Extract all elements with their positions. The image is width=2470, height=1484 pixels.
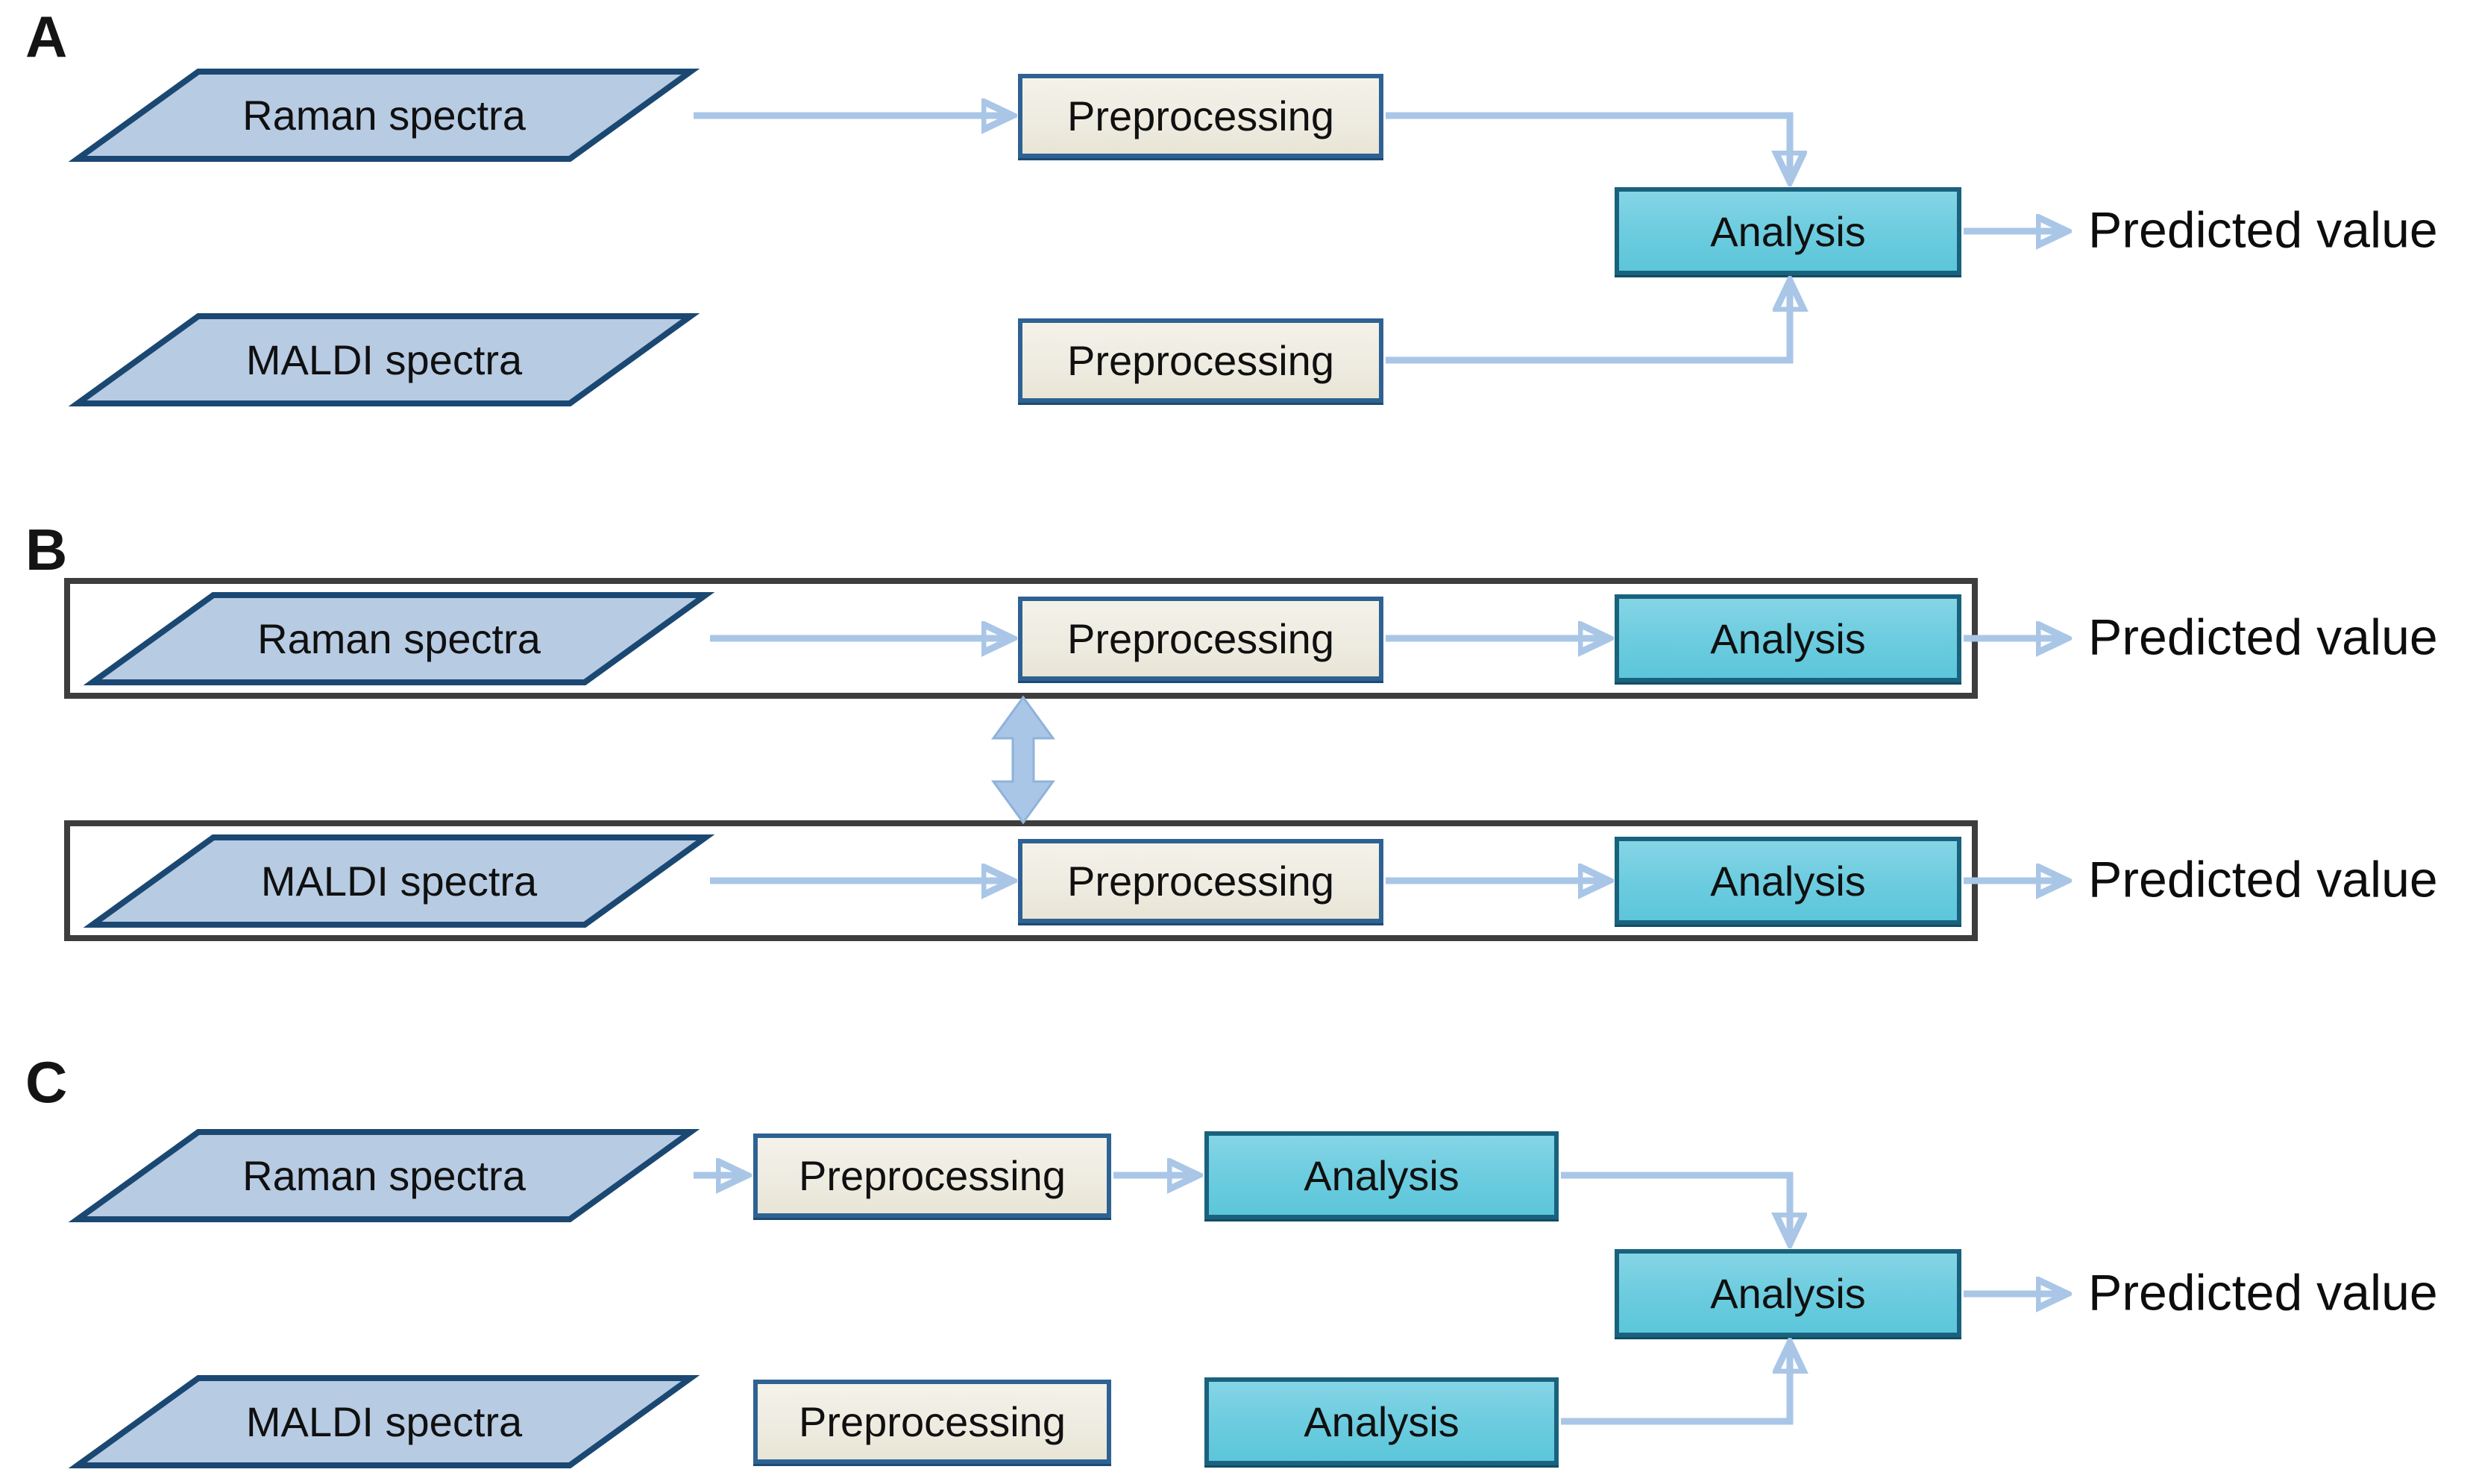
panel-label-a: A (25, 4, 68, 69)
parallelogram-shape (68, 1129, 700, 1222)
preprocessing-box: Preprocessing (1018, 597, 1383, 681)
node-label: Analysis (1304, 1397, 1459, 1445)
node-label: Preprocessing (799, 1398, 1066, 1445)
predicted-value-text: Predicted value (2088, 609, 2438, 666)
input-raman-spectra: Raman spectra (68, 1129, 700, 1222)
panel-label-b: B (25, 517, 68, 582)
merge-arrow (1561, 1344, 1790, 1425)
preprocessing-box: Preprocessing (753, 1134, 1111, 1218)
node-label: Preprocessing (1067, 337, 1334, 384)
node-label: MALDI spectra (245, 1398, 523, 1445)
parallelogram-shape (68, 313, 700, 406)
double-arrow-icon (991, 695, 1055, 825)
input-maldi-spectra: MALDI spectra (68, 313, 700, 406)
node-label: Analysis (1710, 207, 1866, 255)
merge-arrow (1561, 1172, 1790, 1242)
node-label: Raman spectra (257, 615, 541, 662)
node-label: Preprocessing (1067, 858, 1334, 905)
node-label: Analysis (1710, 614, 1866, 662)
node-label: Analysis (1710, 1269, 1866, 1317)
analysis-box: Analysis (1615, 837, 1961, 925)
predicted-value-text: Predicted value (2088, 851, 2438, 908)
node-label: MALDI spectra (260, 858, 538, 905)
analysis-merge-box: Analysis (1615, 1249, 1961, 1337)
node-label: Preprocessing (1067, 92, 1334, 139)
node-label: Preprocessing (1067, 615, 1334, 662)
analysis-merge-box: Analysis (1615, 187, 1961, 275)
parallelogram-shape (83, 834, 715, 928)
analysis-box: Analysis (1615, 594, 1961, 682)
input-maldi-spectra: MALDI spectra (68, 1375, 700, 1468)
merge-arrow (1386, 112, 1790, 180)
parallelogram-shape (68, 1375, 700, 1468)
node-label: Analysis (1304, 1151, 1459, 1199)
panel-label-c: C (25, 1049, 68, 1115)
node-label: Raman spectra (242, 92, 526, 139)
parallelogram-shape (68, 69, 700, 162)
node-label: Analysis (1710, 857, 1866, 905)
preprocessing-box: Preprocessing (1018, 318, 1383, 403)
merge-arrow (1386, 282, 1790, 364)
predicted-value-text: Predicted value (2088, 1264, 2438, 1321)
preprocessing-box: Preprocessing (753, 1380, 1111, 1464)
parallelogram-shape (83, 592, 715, 685)
node-label: MALDI spectra (245, 336, 523, 383)
preprocessing-box: Preprocessing (1018, 74, 1383, 158)
preprocessing-box: Preprocessing (1018, 839, 1383, 923)
analysis-box: Analysis (1204, 1377, 1559, 1465)
input-raman-spectra: Raman spectra (83, 592, 715, 685)
input-raman-spectra: Raman spectra (68, 69, 700, 162)
node-label: Preprocessing (799, 1152, 1066, 1199)
predicted-value-text: Predicted value (2088, 201, 2438, 259)
node-label: Raman spectra (242, 1152, 526, 1199)
input-maldi-spectra: MALDI spectra (83, 834, 715, 928)
analysis-box: Analysis (1204, 1131, 1559, 1219)
